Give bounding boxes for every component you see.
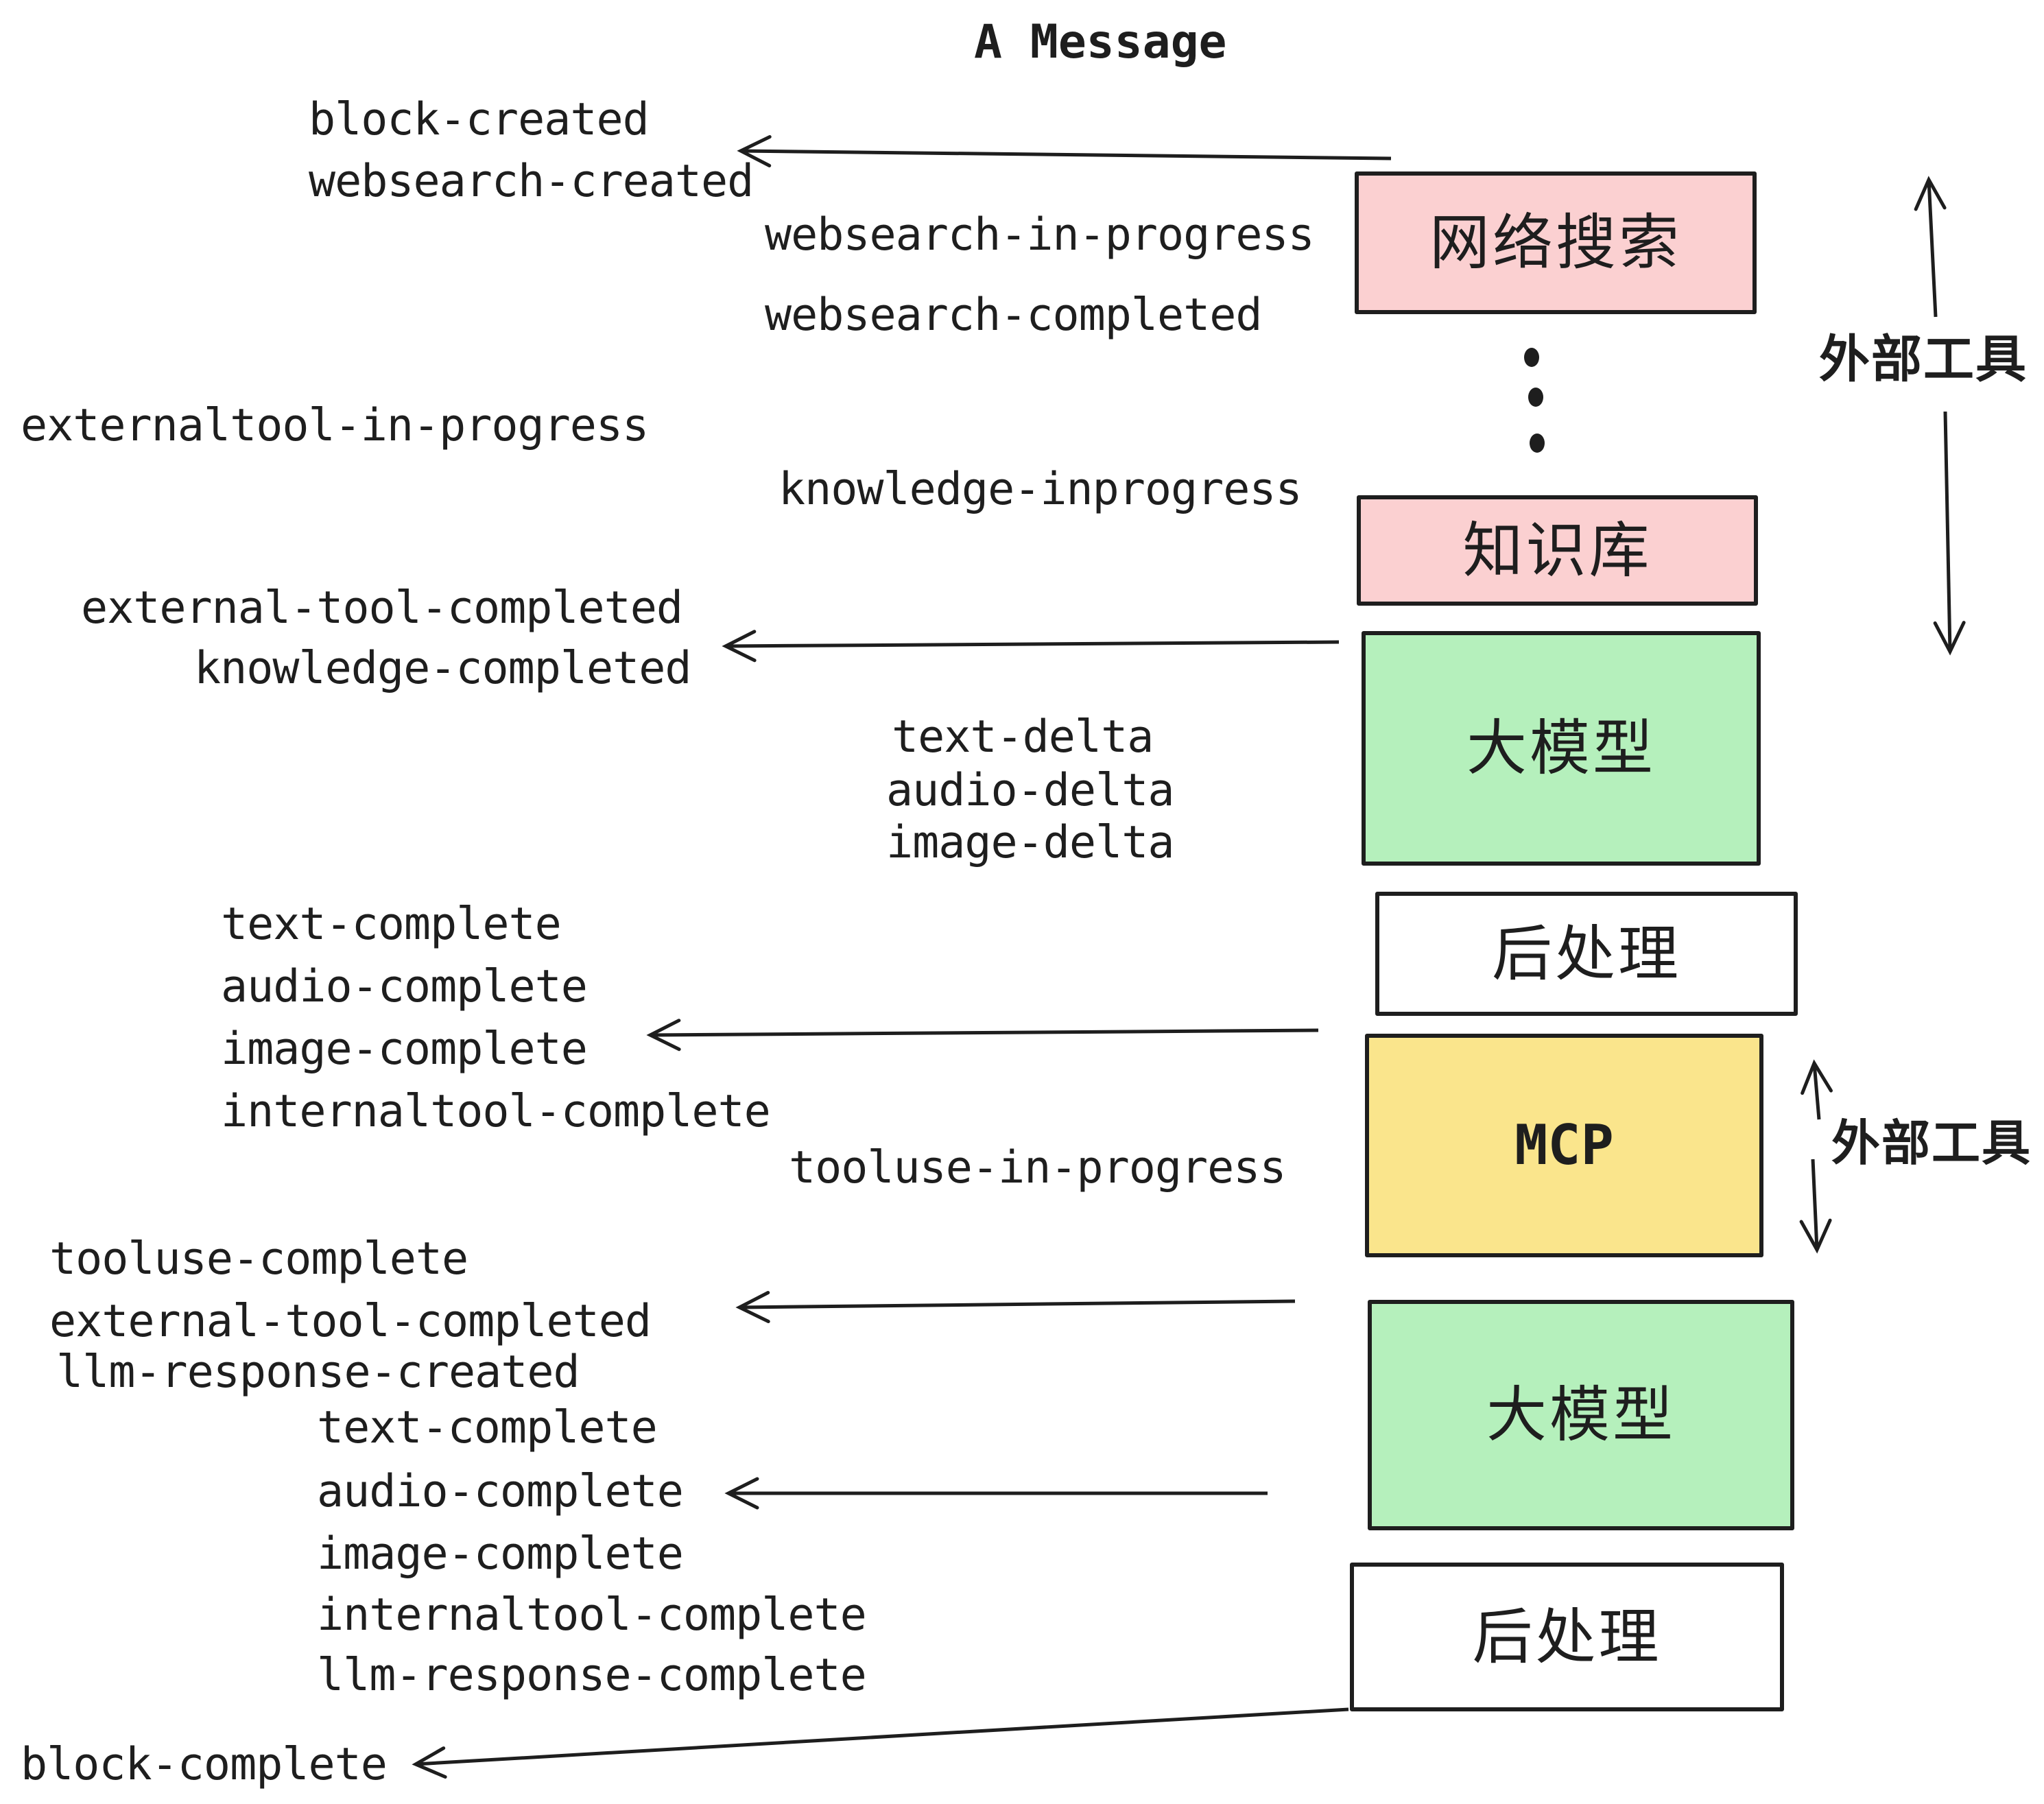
box-post-processing-2: 后处理 xyxy=(1350,1563,1784,1711)
event-llm-response-created: llm-response-created xyxy=(56,1346,580,1398)
event-audio-delta: audio-delta xyxy=(886,765,1174,816)
event-knowledge-inprogress: knowledge-inprogress xyxy=(779,464,1303,515)
box-websearch-label: 网络搜索 xyxy=(1429,207,1682,278)
box-websearch: 网络搜索 xyxy=(1355,171,1757,314)
box-post-processing-1-label: 后处理 xyxy=(1491,918,1681,989)
event-internaltool-complete: internaltool-complete xyxy=(221,1086,771,1137)
arrow-knowledge-completed xyxy=(722,630,1340,663)
side-label-external-tools-1: 外部工具 xyxy=(1819,330,2028,389)
event-text-complete-2: text-complete xyxy=(317,1402,658,1453)
box-llm-1: 大模型 xyxy=(1362,631,1761,866)
arrow-down-external-tools-2 xyxy=(1799,1159,1832,1254)
box-mcp-label: MCP xyxy=(1514,1113,1614,1177)
box-mcp: MCP xyxy=(1365,1034,1763,1257)
arrow-tooluse-complete xyxy=(735,1291,1296,1324)
event-audio-complete: audio-complete xyxy=(221,961,588,1012)
event-tooluse-complete: tooluse-complete xyxy=(49,1233,468,1285)
event-external-tool-completed: external-tool-completed xyxy=(81,582,683,634)
arrow-up-external-tools-2 xyxy=(1801,1059,1833,1120)
event-llm-response-complete: llm-response-complete xyxy=(317,1650,867,1701)
event-websearch-in-progress: websearch-in-progress xyxy=(765,209,1315,261)
event-image-complete-2: image-complete xyxy=(317,1528,684,1580)
box-knowledge: 知识库 xyxy=(1357,495,1758,606)
event-block-created: block-created xyxy=(309,94,650,145)
event-externaltool-in-progress: externaltool-in-progress xyxy=(21,400,649,451)
ellipsis-dots-icon xyxy=(1524,348,1545,453)
arrow-down-external-tools-1 xyxy=(1933,411,1966,656)
event-internaltool-complete-2: internaltool-complete xyxy=(317,1589,867,1641)
event-image-delta: image-delta xyxy=(886,817,1174,868)
box-llm-2-label: 大模型 xyxy=(1486,1379,1676,1450)
event-text-complete: text-complete xyxy=(221,899,562,950)
box-llm-2: 大模型 xyxy=(1368,1300,1794,1530)
diagram-title: A Message xyxy=(974,15,1227,69)
arrow-image-complete xyxy=(646,1019,1319,1052)
box-llm-1-label: 大模型 xyxy=(1466,713,1656,783)
event-tooluse-in-progress: tooluse-in-progress xyxy=(789,1142,1287,1194)
side-label-external-tools-2: 外部工具 xyxy=(1831,1115,2032,1172)
event-external-tool-completed-2: external-tool-completed xyxy=(49,1296,652,1347)
arrow-websearch-created xyxy=(737,134,1392,167)
event-websearch-completed: websearch-completed xyxy=(765,289,1263,341)
event-websearch-created: websearch-created xyxy=(309,156,754,207)
event-image-complete: image-complete xyxy=(221,1023,588,1075)
arrow-up-external-tools-1 xyxy=(1914,176,1947,318)
event-block-complete: block-complete xyxy=(21,1739,388,1790)
event-text-delta: text-delta xyxy=(892,711,1154,763)
box-post-processing-1: 后处理 xyxy=(1375,892,1798,1016)
arrow-block-complete xyxy=(412,1707,1349,1779)
box-post-processing-2-label: 后处理 xyxy=(1472,1601,1662,1672)
event-knowledge-completed: knowledge-completed xyxy=(194,643,692,694)
event-audio-complete-2: audio-complete xyxy=(317,1466,684,1517)
box-knowledge-label: 知识库 xyxy=(1462,514,1652,586)
